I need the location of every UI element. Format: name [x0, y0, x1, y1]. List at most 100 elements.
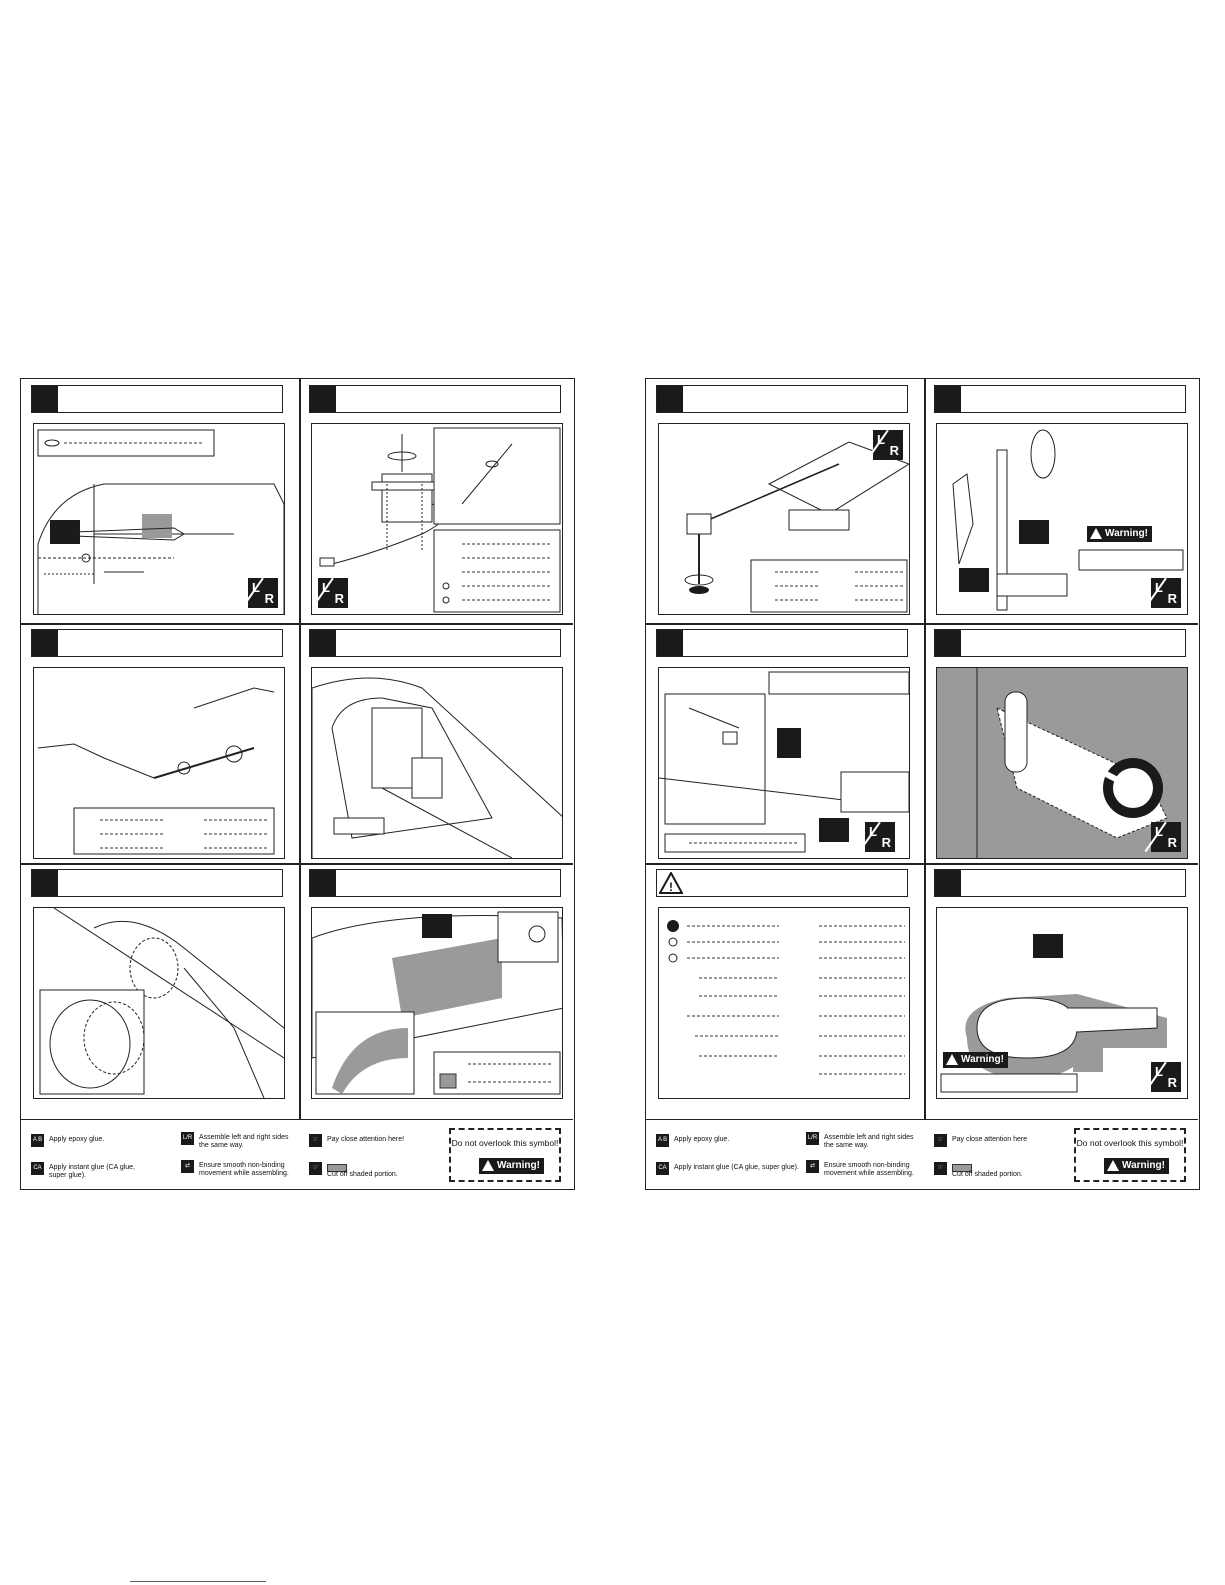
step-cover-sheet [299, 863, 577, 1109]
steering-drawing [659, 671, 909, 853]
legend-attention-text: Pay close attention here! [327, 1136, 405, 1143]
warning-badge-text: Warning! [961, 1054, 1004, 1065]
lr-right-letter: R [264, 591, 274, 606]
step-illustration [33, 907, 285, 1099]
step-number-block [310, 630, 336, 656]
step-illustration [311, 907, 563, 1099]
fuselage-interior-drawing [312, 677, 562, 858]
step-tail-assembly [21, 863, 299, 1109]
legend-epoxy-text: Apply epoxy glue. [674, 1136, 730, 1143]
step-header [309, 629, 561, 657]
warning-triangle-icon: ! [659, 872, 683, 894]
warning-badge-text: Warning! [1105, 528, 1148, 539]
ca-glue-icon: CA [31, 1162, 44, 1175]
legend-smooth-text: Ensure smooth non-binding movement while… [199, 1162, 289, 1177]
pointing-hand-icon: ☞ [309, 1134, 322, 1147]
row-divider [646, 623, 1198, 625]
lr-right-letter: R [334, 591, 344, 606]
warning-badge: Warning! [1087, 526, 1152, 542]
legend-instant-text: Apply instant glue (CA glue, super glue)… [674, 1164, 799, 1171]
lr-right-letter: R [889, 443, 899, 458]
legend-assemble-text: Assemble left and right sides the same w… [199, 1134, 289, 1149]
wheel-fairing-drawing [976, 668, 1168, 858]
step-number-block [657, 630, 683, 656]
pointing-hand-icon: ☞ [934, 1134, 947, 1147]
smooth-arrow-icon: ⇄ [181, 1160, 194, 1173]
warning-triangle-icon [946, 1054, 958, 1065]
lr-right-letter: R [1167, 1075, 1177, 1090]
step-illustration [33, 667, 285, 859]
row-divider [646, 863, 1198, 865]
step-number-block [32, 386, 58, 412]
step-radio-compartment [299, 623, 577, 869]
warning-triangle-icon [1090, 528, 1102, 539]
control-horn-drawing [684, 441, 909, 613]
lr-left-letter: L [252, 580, 260, 595]
step-header [309, 385, 561, 413]
lr-left-letter: L [1155, 580, 1163, 595]
legend-smooth-text: Ensure smooth non-binding movement while… [824, 1162, 914, 1177]
step-number-block [310, 870, 336, 896]
pointing-hand-icon: ☞ [309, 1162, 322, 1175]
step-header [934, 385, 1186, 413]
step-number-block [32, 870, 58, 896]
step-number-block [310, 386, 336, 412]
step-number-block [935, 870, 961, 896]
legend-instant-text: Apply instant glue (CA glue, super glue)… [49, 1164, 135, 1179]
left-right-icon: L/R [181, 1132, 194, 1145]
warning-badge: Warning! [1104, 1158, 1169, 1174]
legend-epoxy-text: Apply epoxy glue. [49, 1136, 105, 1143]
step-header [934, 869, 1186, 897]
lr-left-letter: L [322, 580, 330, 595]
warning-badge: Warning! [943, 1052, 1008, 1068]
lr-right-letter: R [1167, 835, 1177, 850]
warning-badge-text: Warning! [497, 1160, 540, 1171]
step-number-block [935, 386, 961, 412]
warning-badge-text: Warning! [1122, 1160, 1165, 1171]
warning-triangle-icon [482, 1160, 494, 1171]
landing-gear-drawing [952, 429, 1184, 611]
column-divider [299, 379, 301, 1119]
warning-triangle-icon [1107, 1160, 1119, 1171]
pushrod-drawing [37, 687, 275, 855]
column-divider [924, 379, 926, 1119]
step-header [934, 629, 1186, 657]
step-header [31, 629, 283, 657]
legend-cutoff-text: Cut off shaded portion. [327, 1171, 398, 1178]
row-divider [21, 863, 573, 865]
shaded-swatch-icon [952, 1164, 972, 1172]
step-illustration [658, 907, 910, 1099]
footer-link-underline[interactable] [130, 1581, 266, 1582]
epoxy-icon: A B [31, 1134, 44, 1147]
left-right-icon: L/R [806, 1132, 819, 1145]
legend-assemble-text: Assemble left and right sides the same w… [824, 1134, 914, 1149]
step-header: ! [656, 869, 908, 897]
step-number-block [32, 630, 58, 656]
legend-attention-text: Pay close attention here [952, 1136, 1028, 1143]
step-header [656, 385, 908, 413]
tail-drawing [39, 908, 284, 1098]
step-header [656, 629, 908, 657]
pointing-hand-icon: ☞ [934, 1162, 947, 1175]
overlook-text: Do not overlook this symbol! [1076, 1138, 1184, 1148]
step-header [309, 869, 561, 897]
symbol-legend: A B Apply epoxy glue. CA Apply instant g… [21, 1119, 573, 1190]
step-parts-list: ! [646, 863, 924, 1109]
servo-drawing [319, 427, 561, 613]
